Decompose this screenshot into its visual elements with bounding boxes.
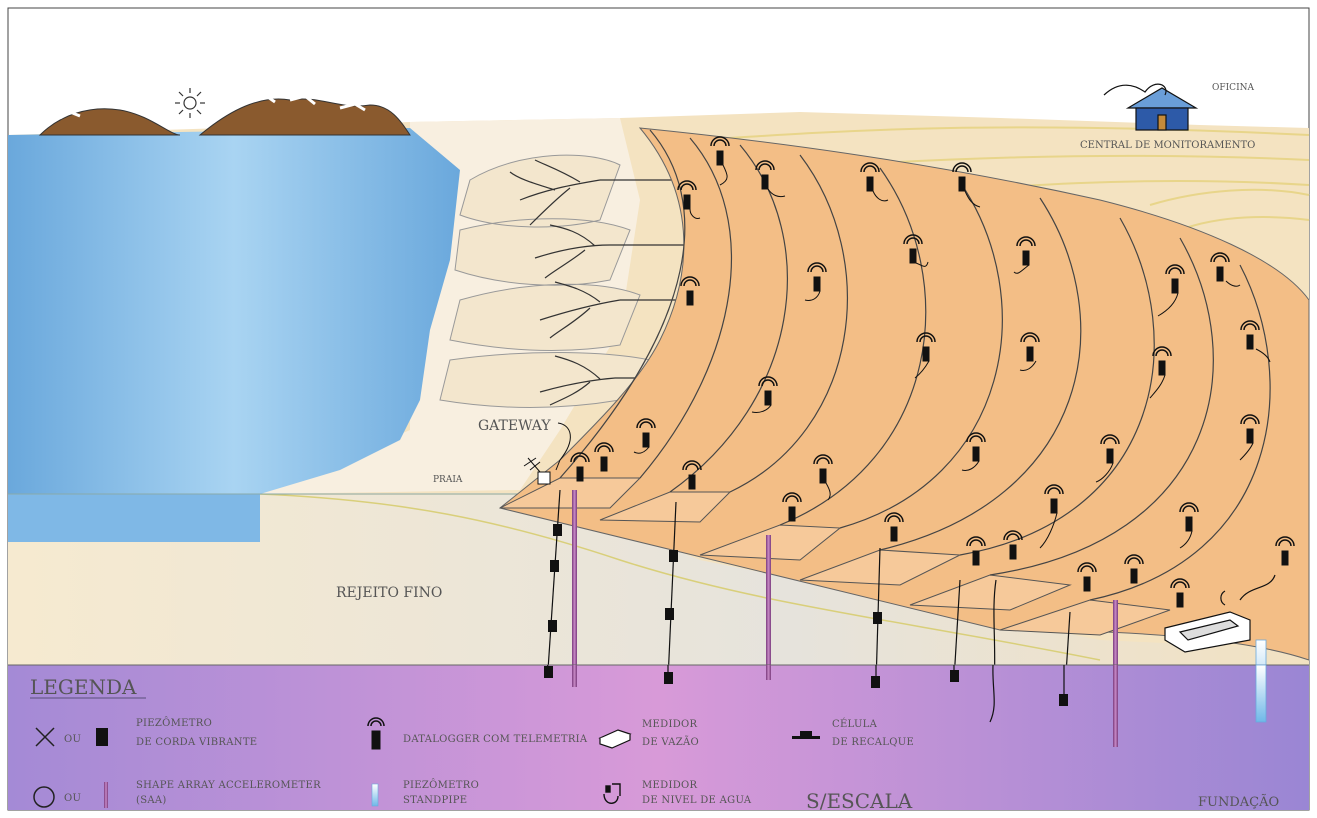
oficina-label: OFICINA <box>1212 83 1254 93</box>
legend-saa-1: SHAPE ARRAY ACCELEROMETER <box>136 780 321 791</box>
legend-ou-2: OU <box>64 793 81 804</box>
foundation-label: FUNDAÇÃO <box>1198 794 1279 810</box>
legend-vazao-1: MEDIDOR <box>642 719 698 730</box>
scale-label: S/ESCALA <box>806 789 913 813</box>
legend-saa-2: (SAA) <box>136 795 167 806</box>
reservoir-deep <box>8 494 260 542</box>
legend-saa-icon <box>104 782 108 808</box>
legend-piezometer-icon <box>96 728 108 746</box>
legend-vazao-2: DE VAZÃO <box>642 736 699 748</box>
legend-standpipe-icon <box>372 784 378 806</box>
legend-standpipe-1: PIEZÔMETRO <box>403 779 479 791</box>
legend-nivel-1: MEDIDOR <box>642 780 698 791</box>
praia-label: PRAIA <box>433 475 463 485</box>
rejeito-fino-label: REJEITO FINO <box>336 585 442 601</box>
legend-datalogger: DATALOGGER COM TELEMETRIA <box>403 734 588 745</box>
legend-ou-1: OU <box>64 734 81 745</box>
central-label: CENTRAL DE MONITORAMENTO <box>1080 140 1255 151</box>
legend-celula-2: DE RECALQUE <box>832 737 914 748</box>
legend-nivel-2: DE NIVEL DE AGUA <box>642 795 752 806</box>
reservoir <box>8 128 460 494</box>
legend-piezo-corda-1: PIEZÔMETRO <box>136 717 212 729</box>
sun-icon <box>175 88 205 118</box>
legend-standpipe-2: STANDPIPE <box>403 795 467 806</box>
legend-piezo-corda-2: DE CORDA VIBRANTE <box>136 737 257 748</box>
legend-title: LEGENDA <box>30 675 137 699</box>
gateway-label: GATEWAY <box>478 418 551 434</box>
legend-celula-1: CÉLULA <box>832 718 878 730</box>
